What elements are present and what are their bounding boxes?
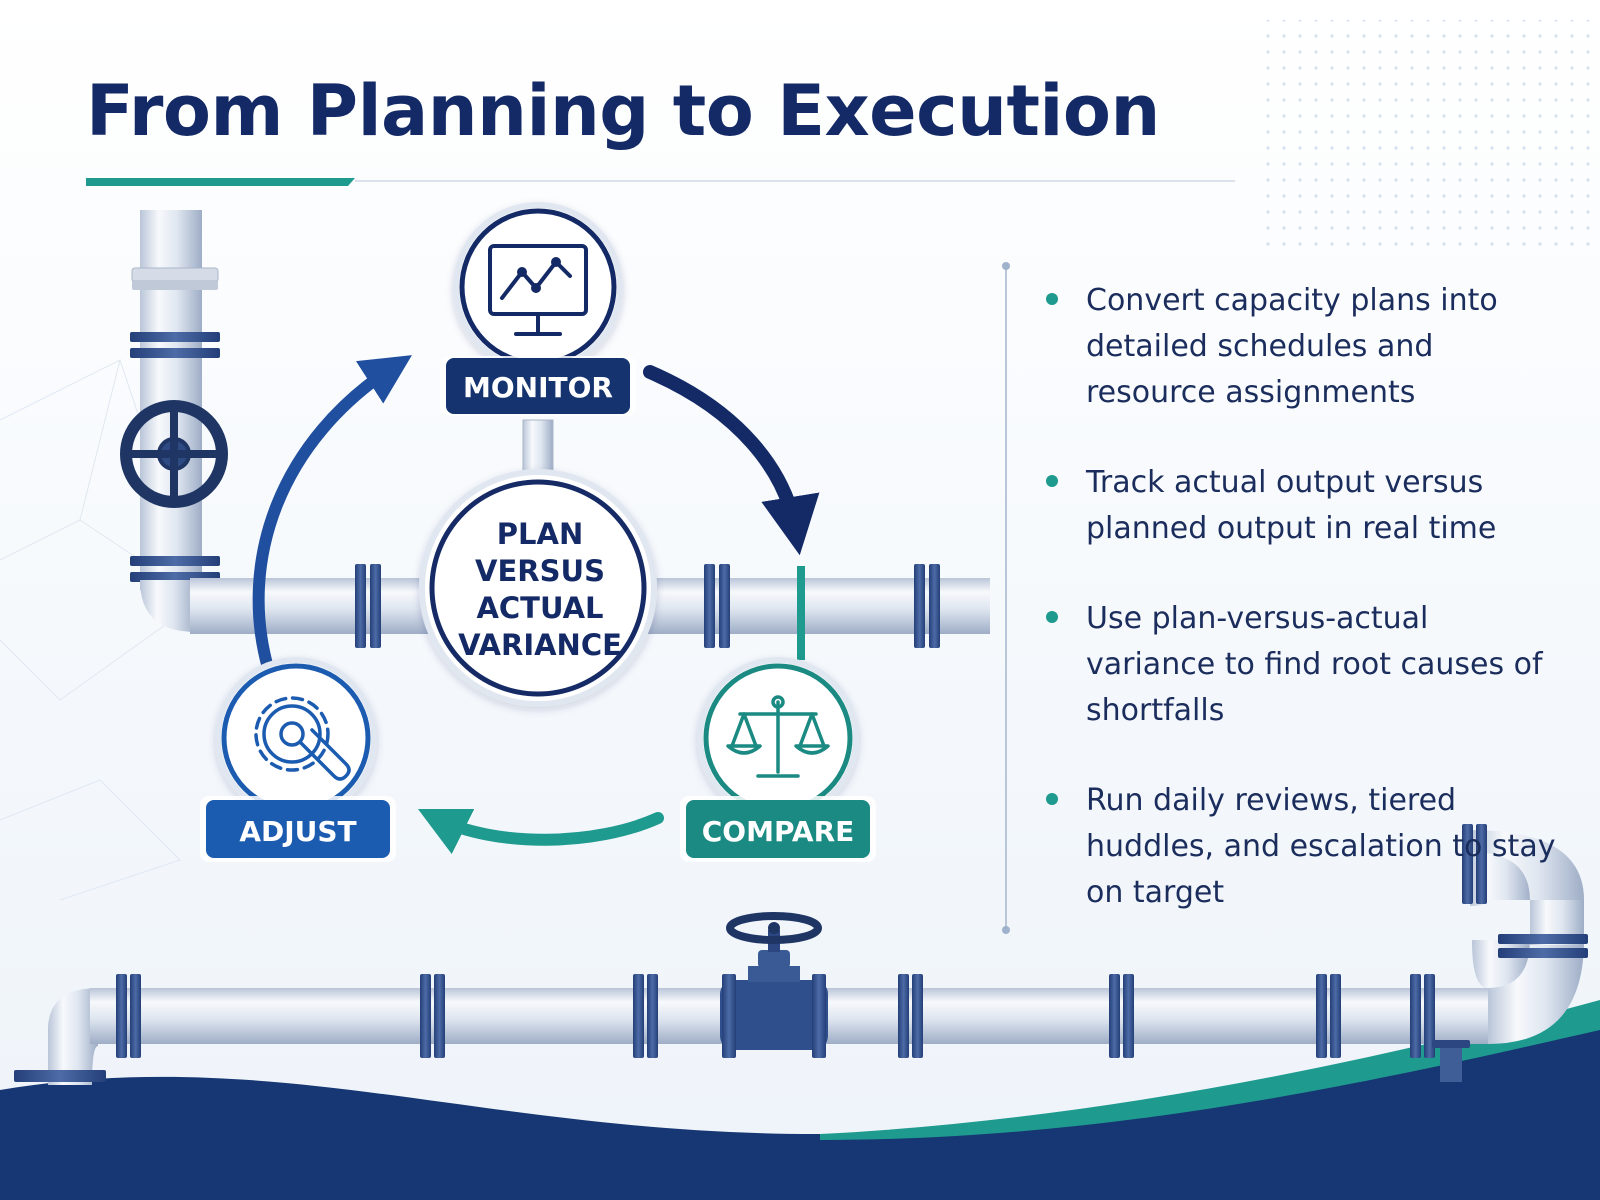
- hand-wheel-valve-icon: [120, 400, 228, 508]
- compare-label: COMPARE: [702, 815, 855, 848]
- bullet-dot-icon: [1046, 611, 1058, 623]
- bullet-item: Use plan-versus-actual variance to find …: [1040, 596, 1560, 734]
- adjust-label: ADJUST: [239, 815, 356, 848]
- compare-node: [680, 657, 876, 862]
- monitor-node: [440, 202, 636, 416]
- bullet-dot-icon: [1046, 793, 1058, 805]
- bullet-text: Use plan-versus-actual variance to find …: [1086, 601, 1543, 728]
- center-line-3: ACTUAL: [476, 591, 603, 625]
- bullet-item: Run daily reviews, tiered huddles, and e…: [1040, 778, 1560, 916]
- center-line-2: VERSUS: [475, 554, 605, 588]
- center-line-4: VARIANCE: [458, 628, 622, 662]
- arrow-compare-to-adjust: [417, 808, 664, 855]
- bullet-item: Convert capacity plans into detailed sch…: [1040, 278, 1560, 416]
- gate-valve-icon: [720, 912, 828, 1058]
- center-variance-circle: [419, 469, 657, 707]
- left-vertical-pipe: [130, 210, 220, 590]
- monitor-chart-icon: [488, 244, 588, 336]
- bottom-wave: [0, 1000, 1600, 1200]
- monitor-label: MONITOR: [463, 371, 613, 404]
- bullet-text: Convert capacity plans into detailed sch…: [1086, 283, 1498, 410]
- center-line-1: PLAN: [497, 517, 583, 551]
- arrow-adjust-to-monitor: [252, 355, 412, 674]
- page-title: From Planning to Execution: [86, 70, 1160, 152]
- dot-grid-decoration: [1260, 20, 1590, 250]
- title-underline: [86, 178, 1235, 186]
- bullet-dot-icon: [1046, 293, 1058, 305]
- adjust-node: [200, 657, 396, 862]
- bullet-text: Track actual output versus planned outpu…: [1086, 465, 1497, 546]
- balance-scale-icon: [726, 695, 830, 778]
- bullet-text: Run daily reviews, tiered huddles, and e…: [1086, 783, 1556, 910]
- bullet-item: Track actual output versus planned outpu…: [1040, 460, 1560, 552]
- bullet-dot-icon: [1046, 475, 1058, 487]
- bullet-list: Convert capacity plans into detailed sch…: [1040, 278, 1560, 960]
- arrow-monitor-to-compare: [643, 365, 820, 556]
- gear-wrench-icon: [254, 696, 351, 781]
- bullet-divider: [1002, 262, 1010, 934]
